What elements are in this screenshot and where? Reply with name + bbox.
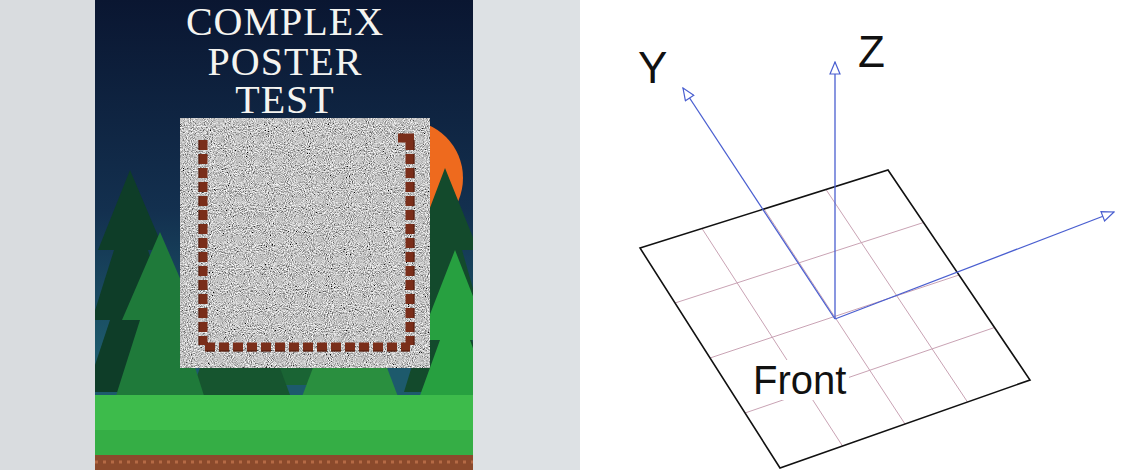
noise-marker: [180, 118, 430, 368]
poster: [95, 0, 473, 470]
plane-side-label: Front: [750, 360, 849, 400]
marker-bars: [203, 138, 414, 347]
poster-title: COMPLEX: [160, 2, 410, 42]
poster-title: POSTER: [160, 42, 410, 82]
z-axis: [834, 62, 835, 319]
wall-left: [0, 0, 95, 470]
axis-label: Z: [858, 30, 885, 74]
poster-title: TEST: [160, 80, 410, 120]
y-axis: [683, 88, 835, 319]
wall: [0, 0, 580, 470]
x-axis: [835, 212, 1114, 319]
axes: [683, 62, 1114, 319]
axis-label: Y: [638, 46, 667, 90]
